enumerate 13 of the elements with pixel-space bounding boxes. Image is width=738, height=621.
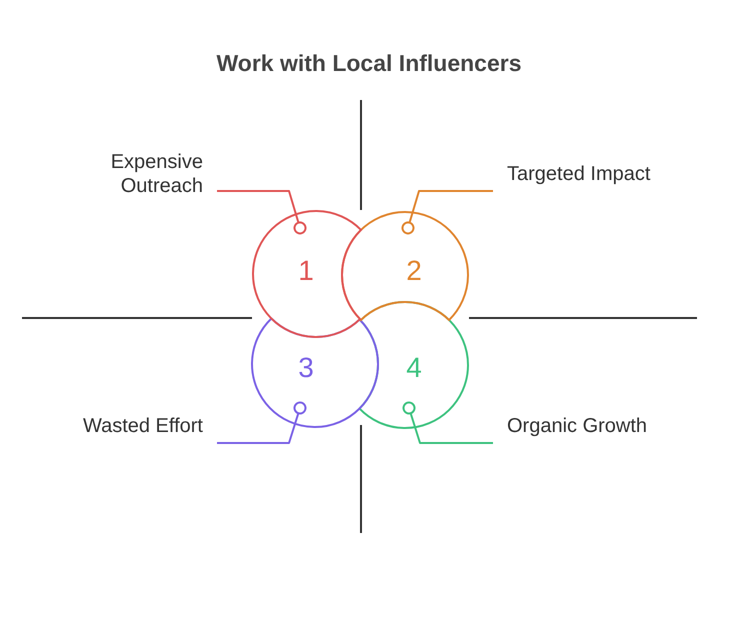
leader-line bbox=[402, 190, 493, 234]
title: Work with Local Influencers bbox=[216, 49, 522, 77]
callout-text: Wasted Effort bbox=[82, 414, 203, 438]
leader-line bbox=[217, 401, 306, 444]
leader-line bbox=[217, 190, 306, 234]
step-number: 4 bbox=[406, 353, 422, 383]
step-number: 1 bbox=[298, 256, 314, 286]
step-number: 2 bbox=[406, 256, 422, 286]
callout-text: Organic Growth bbox=[507, 414, 648, 438]
callout-text: Expensive Outreach bbox=[110, 150, 203, 198]
leader-line bbox=[402, 401, 493, 444]
step-number: 3 bbox=[298, 353, 314, 383]
callout-text: Targeted Impact bbox=[507, 162, 650, 186]
